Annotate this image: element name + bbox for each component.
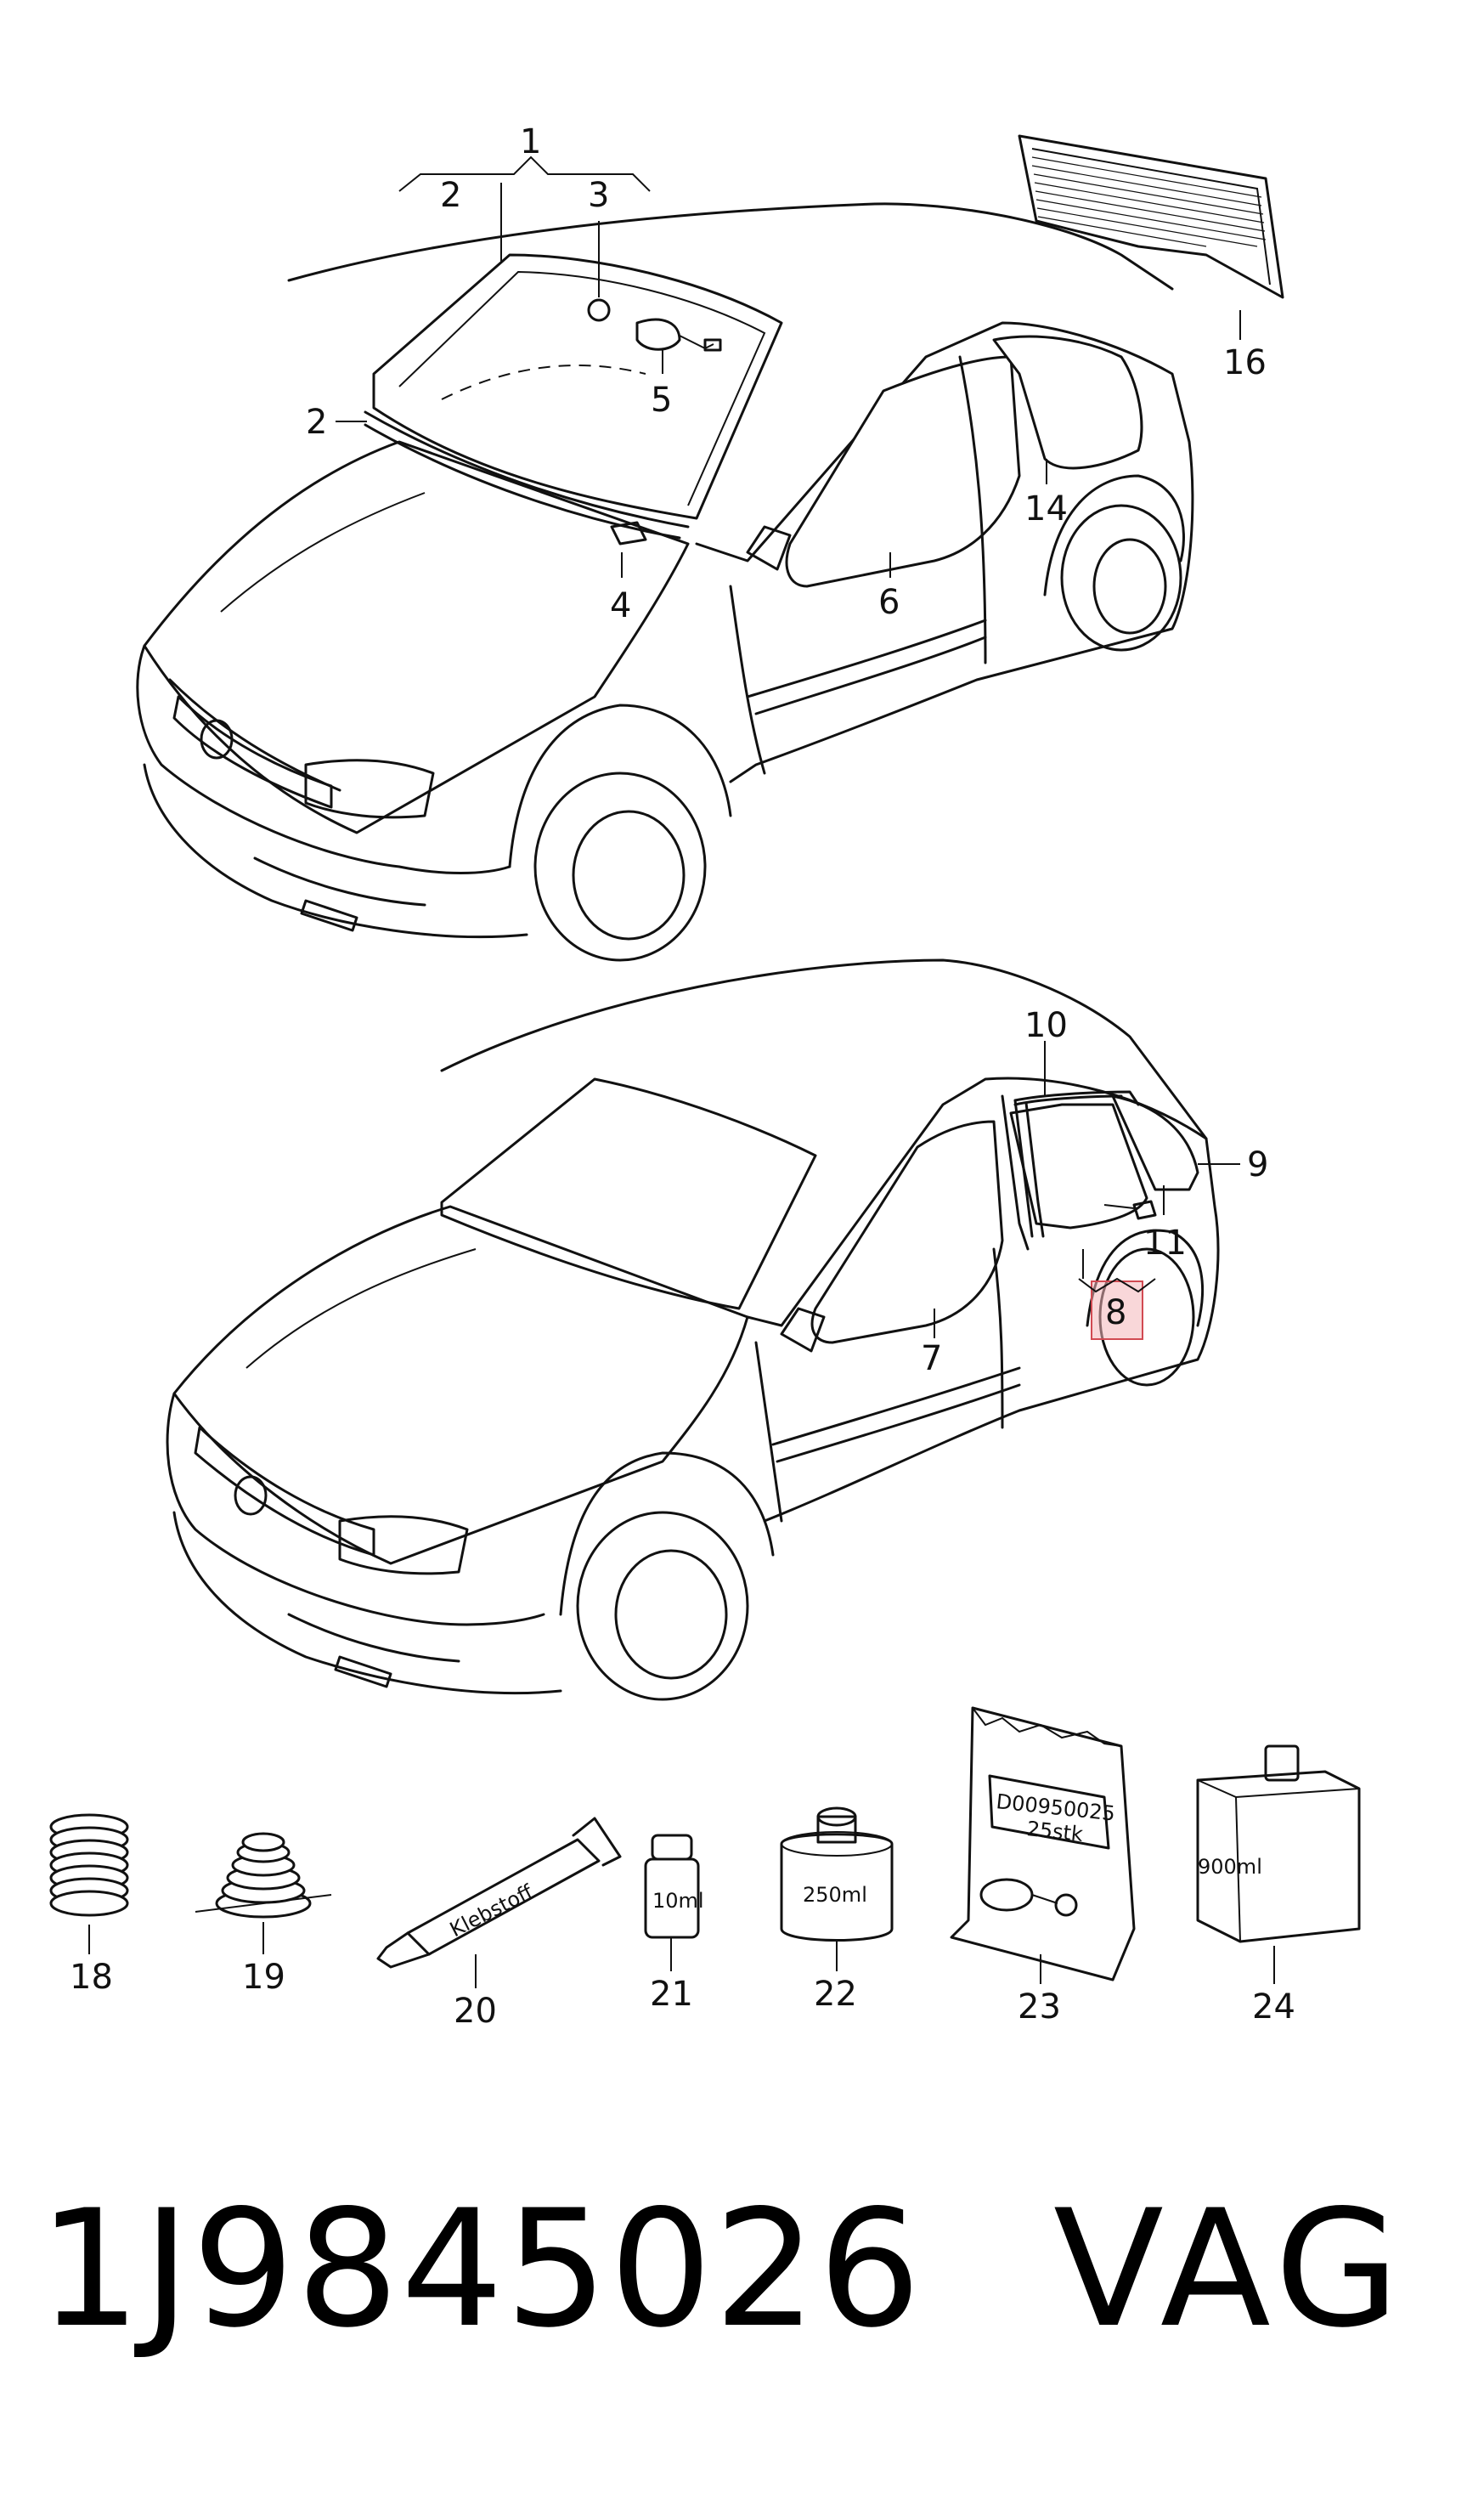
callout-labels: 1 2 3 5 2 4 6 14 16 10 9 11 8 7 18 19 20… — [70, 122, 1295, 2031]
accessory-cone-roll — [195, 1832, 332, 1954]
callout-14: 14 — [1024, 489, 1068, 529]
canister-label: 900ml — [1198, 1855, 1262, 1879]
callout-10: 10 — [1024, 1006, 1068, 1045]
callout-7: 7 — [921, 1339, 942, 1378]
top-car-illustration — [136, 134, 1284, 962]
bottom-car-illustration — [166, 958, 1220, 1701]
accessory-seal-cord-roll — [49, 1813, 129, 1954]
callout-19: 19 — [242, 1958, 285, 1997]
callout-11: 11 — [1143, 1224, 1187, 1263]
can-label: 250ml — [803, 1883, 867, 1907]
bag-quantity: 25stk — [1025, 1817, 1084, 1846]
callout-1: 1 — [520, 122, 541, 161]
accessory-can: 250ml — [780, 1806, 894, 1971]
callout-18: 18 — [70, 1958, 113, 1997]
callout-8: 8 — [1105, 1293, 1126, 1332]
callout-2b: 2 — [306, 403, 327, 442]
callout-16: 16 — [1223, 343, 1267, 382]
callout-21: 21 — [650, 1975, 693, 2014]
callout-20: 20 — [454, 1992, 497, 2031]
callout-3: 3 — [588, 176, 609, 215]
brand-name: VAG — [1053, 2175, 1407, 2363]
callout-24: 24 — [1252, 1987, 1295, 2027]
bottom-car-leader-lines — [934, 1041, 1240, 1338]
accessory-fastener-bag: D00950025 25stk — [950, 1706, 1136, 1984]
callout-2a: 2 — [440, 176, 461, 215]
top-car-leader-lines — [336, 155, 1241, 578]
accessory-adhesive-tube: Klebstoff — [376, 1817, 622, 1988]
accessory-small-bottle: 10ml — [644, 1834, 704, 1971]
tube-label: Klebstoff — [446, 1880, 537, 1942]
accessory-canister: 900ml — [1196, 1744, 1361, 1984]
part-number: 1J9845026 — [38, 2175, 923, 2363]
callout-9: 9 — [1247, 1145, 1268, 1184]
small-bottle-label: 10ml — [652, 1889, 704, 1913]
highlight-box — [1091, 1280, 1143, 1340]
callout-6: 6 — [878, 583, 900, 622]
callout-4: 4 — [610, 586, 631, 625]
callout-5: 5 — [651, 381, 672, 420]
callout-23: 23 — [1018, 1987, 1061, 2027]
callout-22: 22 — [814, 1975, 857, 2014]
